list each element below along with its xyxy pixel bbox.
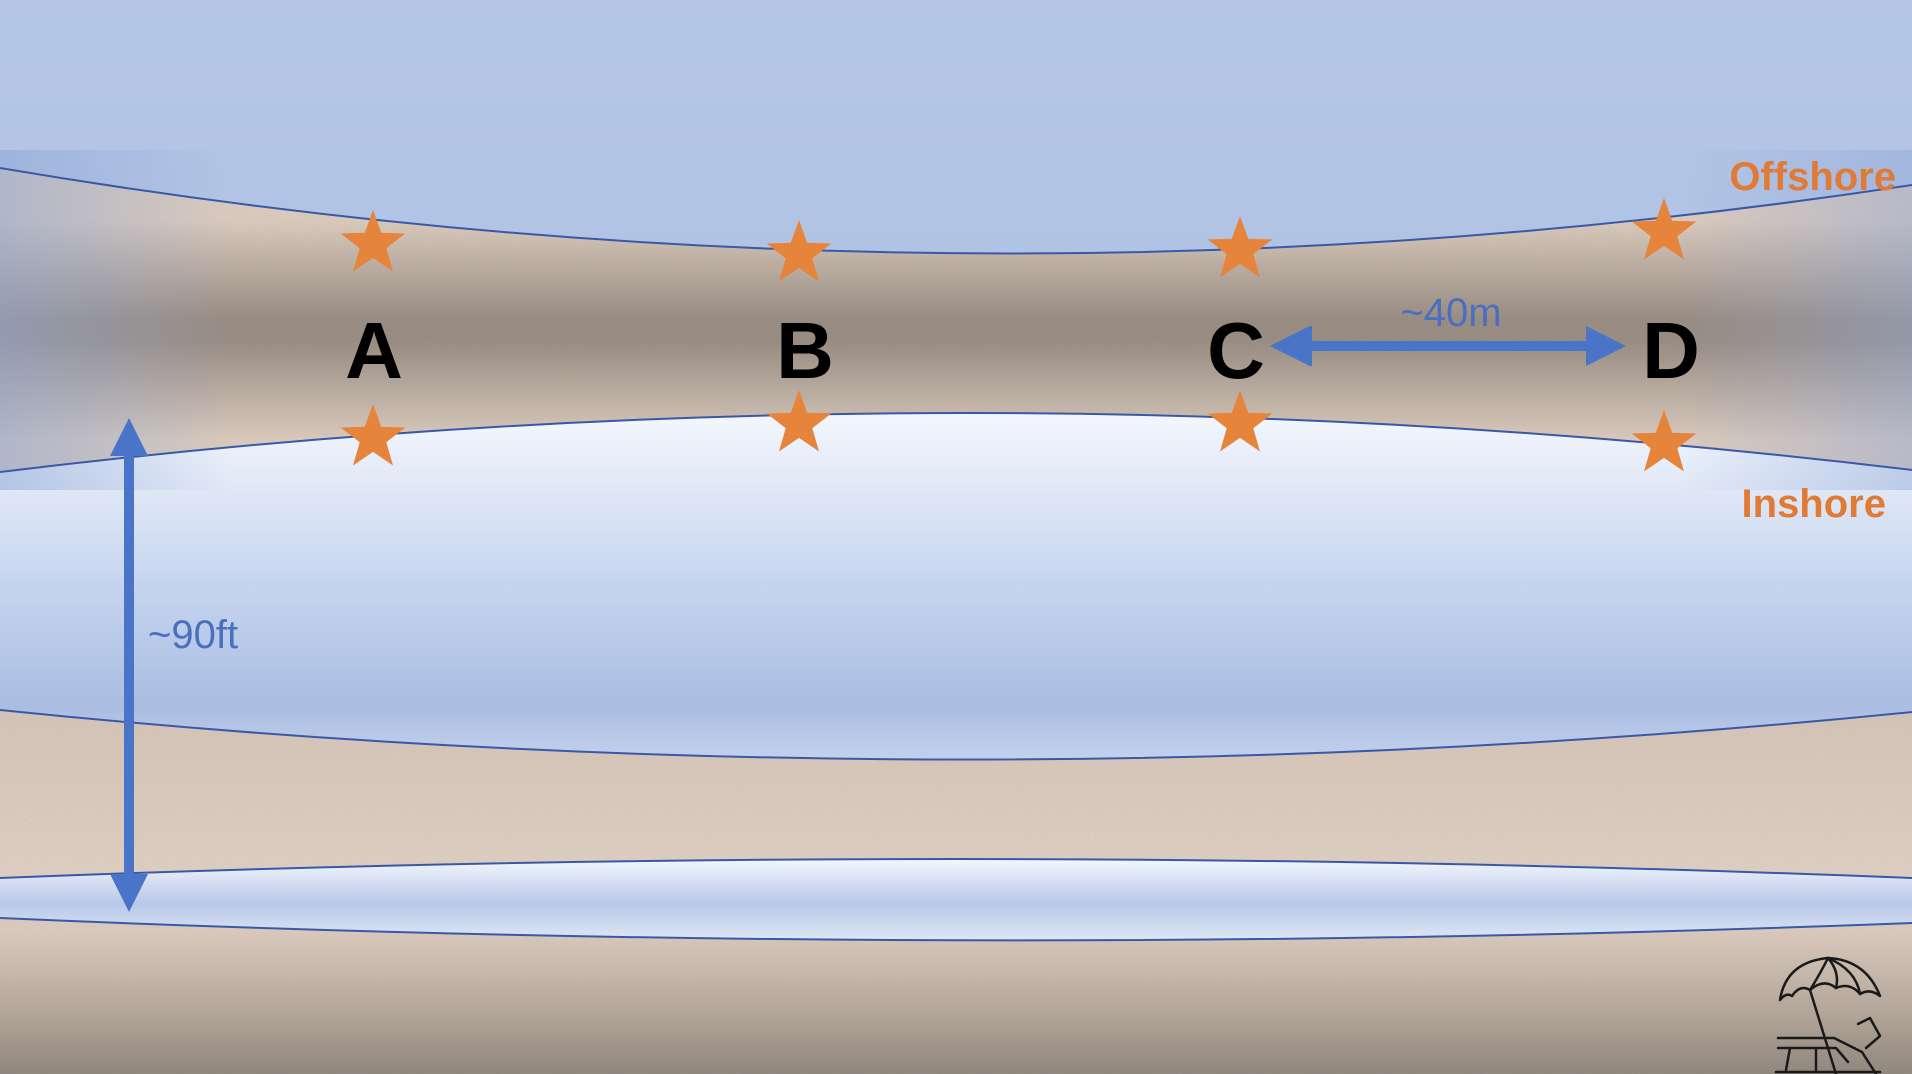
width-arrow	[110, 418, 148, 912]
offshore-edge-line	[0, 167, 1912, 255]
spacing-arrow	[1270, 326, 1626, 366]
sandbar-middle	[0, 710, 1912, 878]
station-label-b: B	[776, 306, 834, 395]
trough-top-line	[0, 858, 1912, 879]
contour-lines	[0, 167, 1912, 942]
side-water-tint	[0, 150, 1912, 490]
shallow-trough	[0, 859, 1912, 941]
station-label-c: C	[1207, 306, 1265, 395]
station-labels: A B C D	[345, 306, 1700, 395]
spacing-label: ~40m	[1400, 291, 1501, 335]
offshore-label: Offshore	[1729, 155, 1896, 199]
inshore-channel	[0, 412, 1912, 760]
channel-bottom-line	[0, 709, 1912, 761]
station-label-a: A	[345, 306, 403, 395]
trough-bottom-line	[0, 917, 1912, 942]
station-label-d: D	[1642, 306, 1700, 395]
beach-sand	[0, 918, 1912, 1074]
inshore-label: Inshore	[1742, 482, 1886, 526]
beach-umbrella-chair-icon	[1774, 956, 1882, 1074]
inshore-edge-line	[0, 412, 1912, 473]
width-label: ~90ft	[148, 613, 238, 657]
